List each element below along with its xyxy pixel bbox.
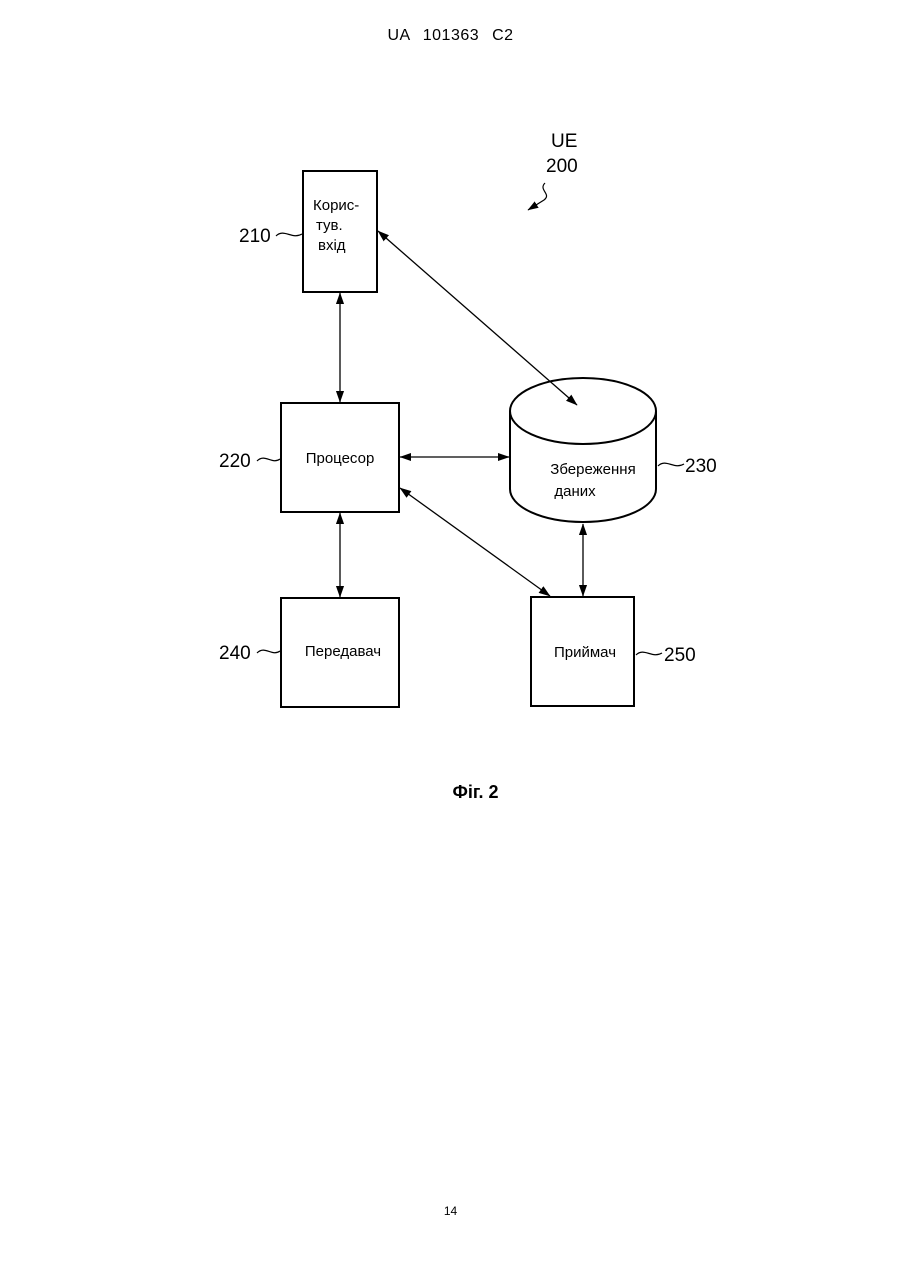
leader-220	[257, 458, 280, 461]
ue-number: 200	[546, 156, 578, 177]
storage-line-1: Збереження	[550, 461, 635, 478]
transmitter-label: Передавач	[305, 643, 381, 660]
storage-line-2: даних	[554, 483, 596, 500]
arrow-input-storage	[378, 231, 577, 405]
ue-pointer-arrow	[528, 183, 547, 210]
ref-210: 210	[239, 226, 271, 247]
user-input-line-3: вхід	[318, 237, 346, 254]
page-number: 14	[0, 1204, 901, 1218]
figure-caption: Фіг. 2	[0, 782, 901, 803]
leader-250	[636, 652, 662, 655]
ref-240: 240	[219, 643, 251, 664]
receiver-label: Приймач	[554, 644, 616, 661]
user-input-line-1: Корис-	[313, 197, 359, 214]
storage-cylinder-top	[510, 378, 656, 444]
leader-240	[257, 650, 280, 653]
ref-250: 250	[664, 645, 696, 666]
ref-230: 230	[685, 456, 717, 477]
user-input-line-2: тув.	[316, 217, 343, 234]
ue-label: UE	[551, 131, 577, 152]
leader-210	[276, 233, 302, 236]
processor-label: Процесор	[306, 450, 375, 467]
leader-230	[658, 463, 684, 466]
ref-220: 220	[219, 451, 251, 472]
